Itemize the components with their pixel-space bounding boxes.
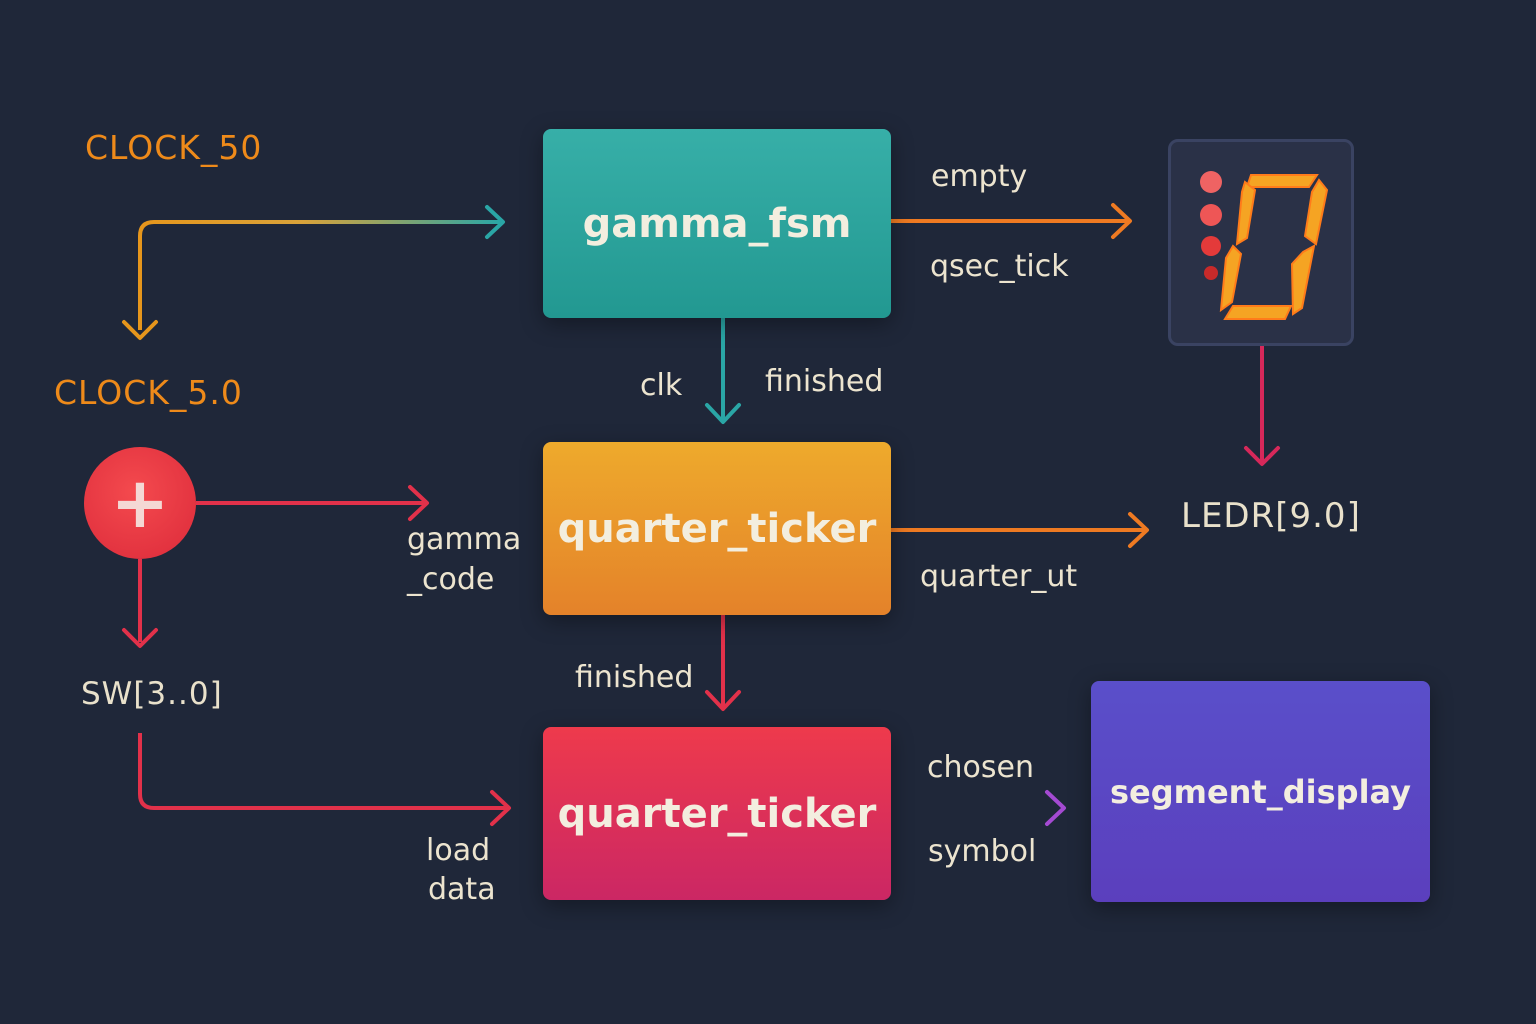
gamma-fsm-label: gamma_fsm [582,200,852,247]
arrowhead-clock-down [122,320,158,340]
signal-symbol: symbol [928,834,1037,869]
segment-c [1290,244,1316,316]
segment-display-label: segment_display [1109,772,1412,811]
arrowhead-ledr-side [1128,512,1149,548]
signal-finished-2: finished [575,660,694,695]
seven-segment-display [1168,139,1354,346]
plus-icon: + [110,462,170,544]
signal-qsec-tick: qsec_tick [930,249,1069,284]
clock-5-0-label: CLOCK_5.0 [54,373,243,412]
segment-d [1223,305,1293,320]
add-node-button[interactable]: + [84,447,196,559]
arrowhead-sw [122,628,158,648]
signal-quarter-ut: quarter_ut [920,559,1078,594]
gamma-fsm-block[interactable]: gamma_fsm [543,129,891,318]
arrowhead-segment-in [1045,790,1066,826]
quarter-ticker-2-label: quarter_ticker [557,790,877,837]
signal-clk: clk [640,368,683,403]
wire-sw-to-ticker [138,733,507,810]
arrowhead-load [490,790,511,826]
digit-zero-segments [1219,174,1329,320]
arrowhead-gamma-code [408,485,429,521]
signal-gamma-code-line1: gamma [407,522,522,557]
quarter-ticker-block-2[interactable]: quarter_ticker [543,727,891,900]
segment-e [1219,244,1243,313]
arrowhead-ticker1-in [705,403,741,424]
segment-b [1303,178,1329,246]
segment-f [1235,180,1257,246]
ledr-label: LEDR[9.0] [1181,496,1361,536]
quarter-ticker-block-1[interactable]: quarter_ticker [543,442,891,615]
segment-display-block[interactable]: segment_display [1091,681,1430,902]
signal-empty: empty [931,159,1028,194]
clock-50-label: CLOCK_50 [85,128,263,167]
segment-a [1245,174,1319,188]
arrowhead-ticker2-in [705,690,741,711]
seven-segment-digit-icon [1200,171,1329,320]
arrowhead-digit-in [1111,203,1132,239]
arrowhead-ledr-in [1244,446,1280,466]
wire-clock-to-gamma [138,220,500,330]
switches-label: SW[3..0] [81,676,223,712]
quarter-ticker-1-label: quarter_ticker [557,505,877,552]
signal-gamma-code-line2: _code [407,562,495,597]
indicator-dot-4 [1204,266,1218,280]
signal-load-line2: data [428,872,496,907]
signal-chosen: chosen [927,750,1034,785]
indicator-dot-2 [1200,204,1222,226]
signal-finished-1: finished [765,364,884,399]
arrowhead-gamma-in [485,205,505,239]
signal-load-line1: load [426,833,491,868]
indicator-dot-1 [1200,171,1222,193]
indicator-dot-3 [1201,236,1221,256]
